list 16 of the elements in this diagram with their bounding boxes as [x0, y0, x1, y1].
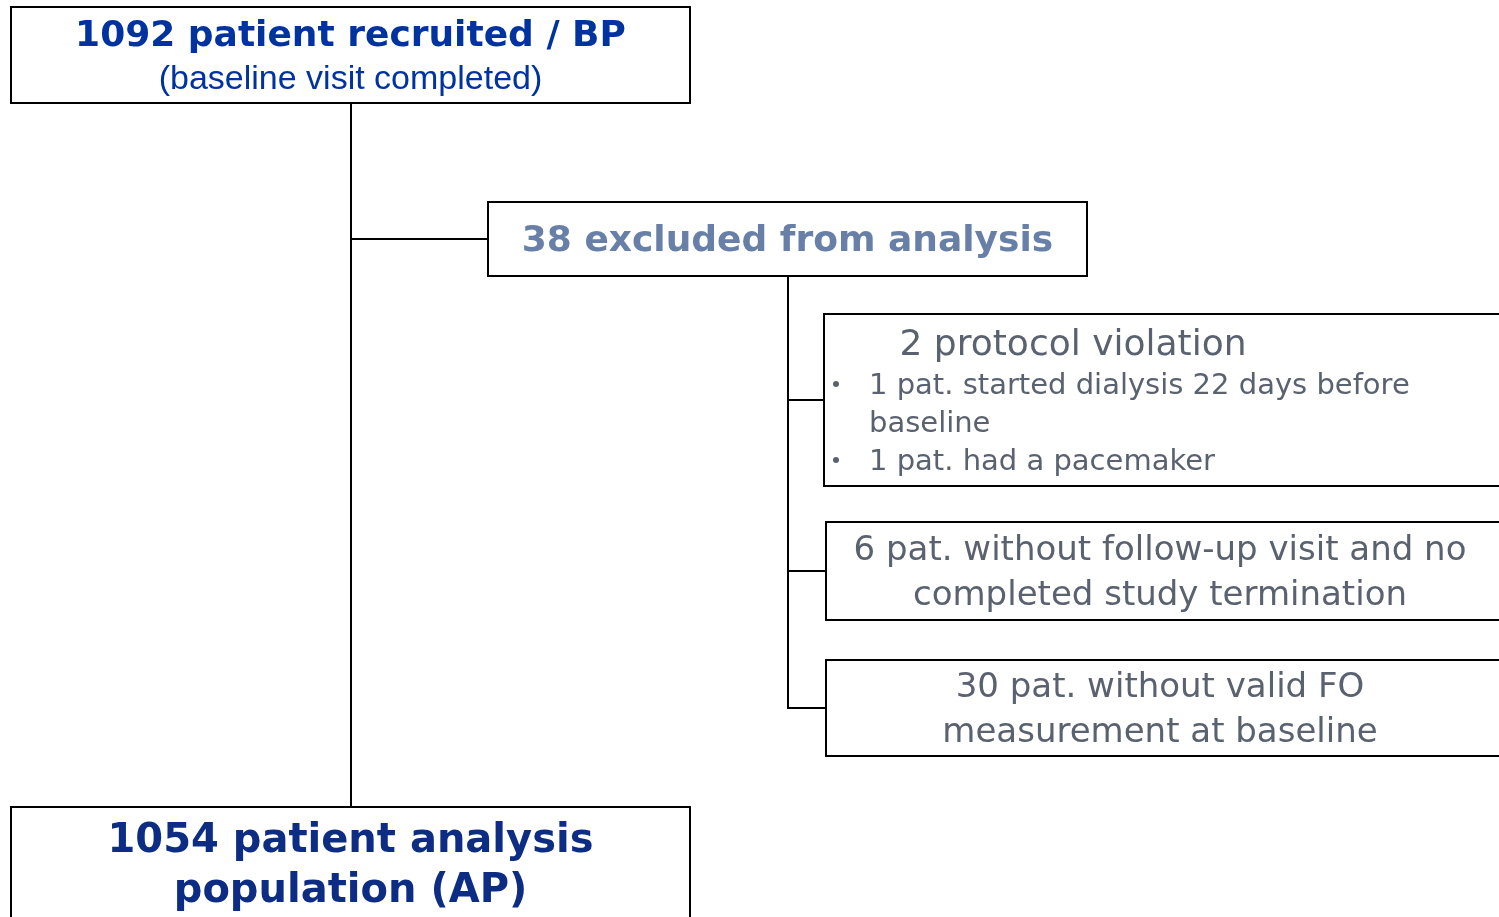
process-box [825, 521, 1499, 621]
process-box [10, 806, 691, 917]
box-heading: 2 protocol violation [899, 321, 1248, 365]
bullet-text: 1 pat. had a pacemaker [869, 442, 1215, 479]
bullet-text: 1 pat. started dialysis 22 days before baseline [869, 366, 1411, 441]
box-heading: 38 excluded from analysis [521, 217, 1054, 261]
process-box [487, 201, 1088, 277]
box-subheading: (baseline visit completed) [158, 57, 543, 98]
connector-line [350, 103, 488, 240]
process-box [10, 6, 691, 104]
process-box [823, 313, 1499, 487]
box-heading: 1092 patient recruited / BP [75, 12, 626, 56]
process-box [825, 659, 1499, 757]
box-text: 6 pat. without follow-up visit and no completed study termination [852, 527, 1468, 615]
box-heading: 1054 patient analysis population (AP) [106, 813, 595, 913]
box-text: 30 pat. without valid FO measurement at baseline [941, 664, 1379, 752]
